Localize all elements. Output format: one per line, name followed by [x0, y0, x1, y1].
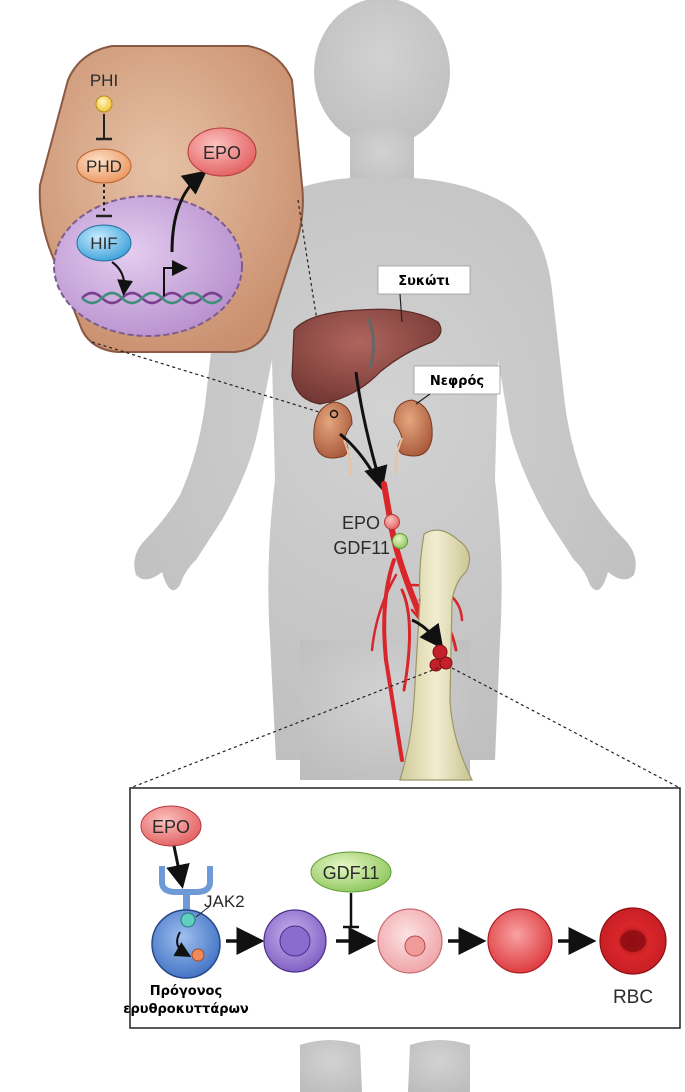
- receptor-stem: [183, 892, 190, 910]
- erythropoiesis-panel: [129, 787, 681, 1029]
- gdf11-label-blood: GDF11: [333, 538, 390, 558]
- kidney-left: [313, 401, 353, 477]
- signal-nucleus-dot: [191, 948, 205, 962]
- progenitor-label-line1: Πρόγονος: [150, 984, 222, 999]
- epo-label-cell: EPO: [203, 143, 241, 163]
- jak2-marker: [180, 912, 196, 928]
- phd-enzyme: [76, 148, 132, 184]
- hif-factor: [76, 224, 132, 262]
- liver-secretion-arrow: [354, 371, 388, 491]
- cell-nucleus: [53, 195, 243, 337]
- reticulocyte-cell: [487, 908, 553, 974]
- gdf11-ligand: [310, 851, 392, 893]
- epo-ligand: [140, 805, 202, 847]
- phi-molecule: [95, 95, 113, 113]
- epo-receptor-arrow: [166, 845, 190, 889]
- liver: [291, 308, 442, 405]
- rbc-label: RBC: [613, 987, 653, 1008]
- transcription-start-arrow: [163, 260, 188, 296]
- jak2-signal-arrow: [173, 931, 192, 957]
- inset-origin-marker: [329, 409, 339, 419]
- jak2-label: JAK2: [204, 892, 245, 911]
- kidney-secretion-arrow: [339, 432, 378, 479]
- kidney-cell-inset: PHI PHD HIF EPO: [38, 45, 304, 353]
- epo-secretion-arrow: [170, 170, 208, 253]
- dna-helix: [81, 291, 223, 305]
- hif-binding-arrow: [111, 261, 134, 296]
- proerythroblast-nucleus: [279, 925, 311, 957]
- epo-label-blood: EPO: [342, 513, 380, 533]
- epo-circulating: [384, 514, 400, 530]
- phd-label: PHD: [86, 157, 122, 176]
- normoblast-nucleus: [404, 935, 426, 957]
- phi-label: PHI: [90, 71, 118, 90]
- epo-protein: [187, 127, 257, 177]
- kidney-label: Νεφρός: [430, 374, 484, 389]
- marrow-delivery-arrow: [411, 618, 444, 650]
- kidney-label-box: [413, 365, 501, 395]
- hif-label: HIF: [90, 234, 117, 253]
- epo-label-panel: EPO: [152, 817, 190, 837]
- gdf11-circulating: [392, 533, 408, 549]
- panel-pointer-line: [451, 667, 681, 789]
- panel-pointer-line: [129, 667, 439, 789]
- liver-label-box: [377, 265, 471, 295]
- marrow-rbc-cluster: [429, 644, 453, 672]
- liver-label: Συκώτι: [398, 274, 450, 289]
- kidney-right: [393, 399, 433, 475]
- gdf11-label-panel: GDF11: [323, 863, 380, 883]
- progenitor-label-line2: ερυθροκυττάρων: [123, 1002, 249, 1017]
